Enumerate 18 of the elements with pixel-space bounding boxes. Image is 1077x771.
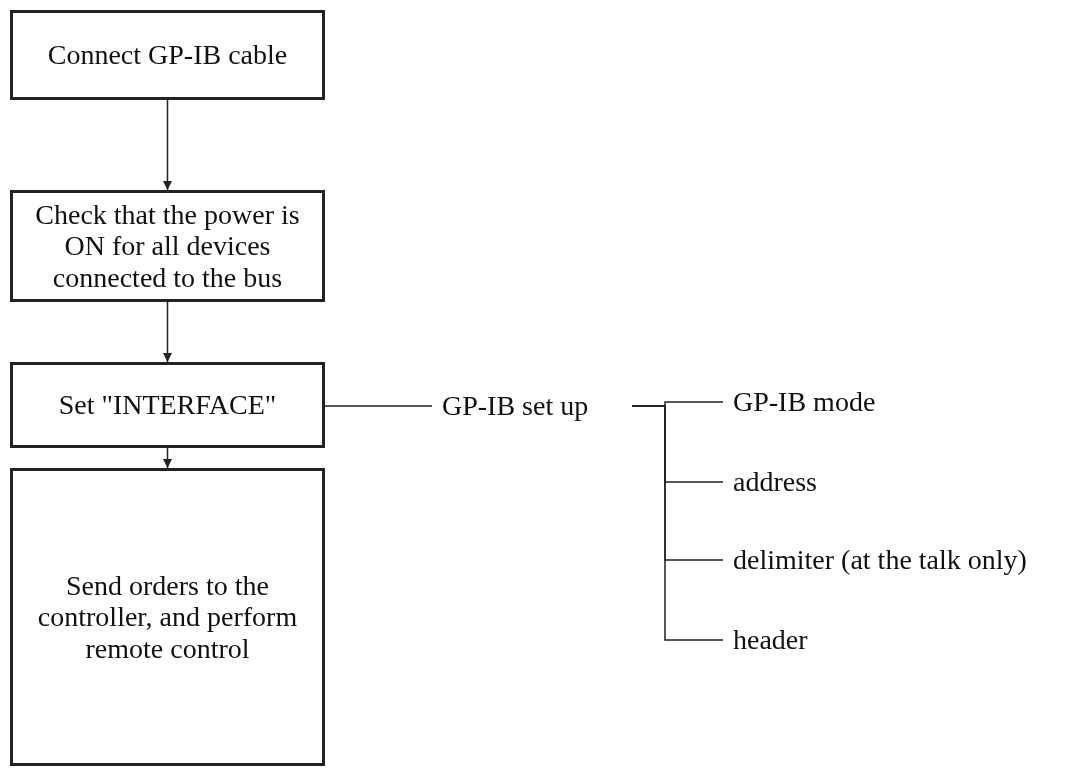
process-box [10,362,325,448]
step-text: Set "INTERFACE" [58,389,277,421]
step-text: Send orders to the controller, and perform remote control [36,569,299,665]
process-box [10,190,325,302]
arrow [163,99,172,191]
setting-label: address [733,466,817,498]
setting-label: GP-IB mode [733,386,876,418]
setting-label: GP-IB set up [442,390,589,422]
arrow [163,301,172,363]
process-box [10,10,325,100]
step-text: Connect GP-IB cable [47,39,288,71]
process-box [10,468,325,766]
connector-line [324,405,433,407]
step-text: Check that the power is ON for all devices connected to the bus [34,198,301,294]
setting-label: delimiter (at the talk only) [733,544,1027,576]
connector-line [631,405,724,641]
setting-label: header [733,624,808,656]
arrow [163,447,172,469]
